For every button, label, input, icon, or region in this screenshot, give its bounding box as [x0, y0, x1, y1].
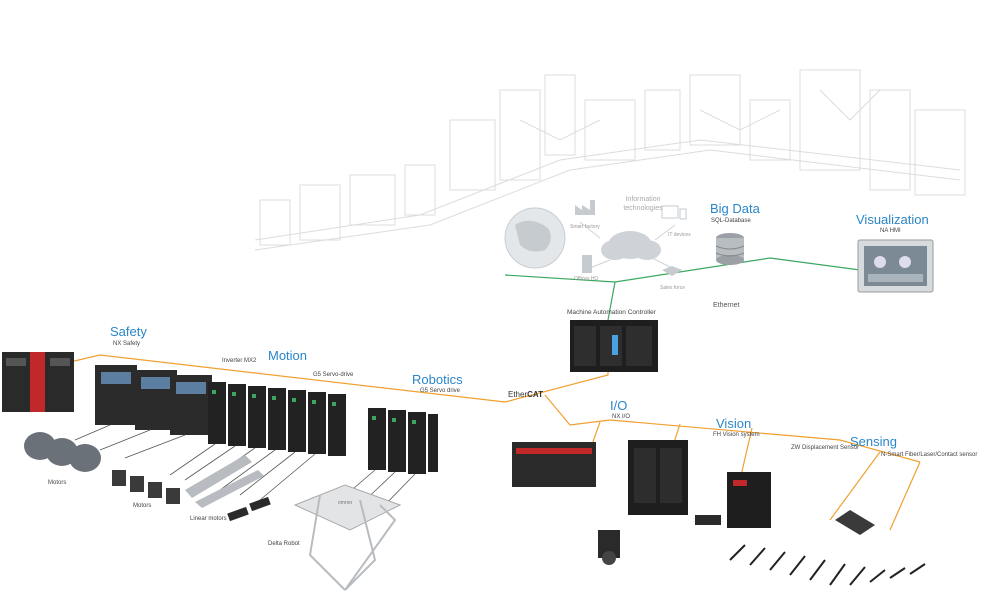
servo-motors [112, 470, 180, 504]
vision-sub: FH Vision system [713, 432, 760, 438]
ethernet-lines [504, 257, 861, 321]
delta-robot-label: Delta Robot [268, 541, 300, 547]
big-data-sub: SQL-Database [711, 218, 751, 224]
info-tech-title: Information technologies [623, 196, 663, 212]
ethercat-bus [69, 354, 921, 531]
io-sub: NX I/O [612, 414, 631, 420]
handshake-icon [662, 266, 682, 276]
linear-motors-label: Linear motors [190, 516, 227, 522]
it-devices-label: IT devices [668, 232, 691, 238]
safety-title: Safety [110, 324, 147, 339]
robotics-sub: G5 Servo drive [420, 388, 461, 394]
database-icon [715, 233, 745, 265]
big-data-title: Big Data [710, 201, 760, 216]
sales-force-label: Sales force [660, 285, 686, 291]
servo-drive-label: G5 Servo-drive [313, 372, 354, 378]
ethercat-logo: EtherCAT [508, 390, 543, 399]
vision-controller [628, 440, 688, 515]
visualization-title: Visualization [856, 212, 929, 227]
safety-sub: NX Safety [113, 341, 141, 347]
vision-camera [598, 530, 620, 565]
fiber-amplifier [835, 510, 875, 535]
controller-label: Machine Automation Controller [567, 309, 656, 316]
motion-title: Motion [268, 348, 308, 363]
cloud-icon [579, 221, 676, 269]
hmi-panel [857, 239, 934, 293]
vision-title: Vision [716, 416, 752, 431]
safety-unit [2, 352, 74, 412]
io-unit [512, 442, 596, 487]
offices-hq-label: Offices HQ [574, 276, 599, 282]
inverters [95, 365, 212, 435]
linear-motor-pads [227, 496, 271, 522]
linear-motors [185, 455, 264, 508]
visualization-sub: NA HMI [880, 228, 901, 234]
factory-icon [575, 200, 595, 215]
ethernet-label: Ethernet [713, 302, 740, 309]
io-title: I/O [610, 398, 628, 413]
smart-factory-label: Smart factory [570, 224, 600, 230]
inverter-label: Inverter MX2 [222, 358, 257, 364]
controller-unit [570, 320, 658, 372]
delta-robot [293, 484, 402, 591]
displacement-label: ZW Displacement Sensor [791, 445, 860, 451]
devices-icon [661, 205, 687, 220]
servo-drives [208, 382, 438, 474]
displacement-sensor [727, 472, 771, 528]
sensing-title: Sensing [850, 434, 897, 449]
robot-brand-logo: omron [338, 500, 353, 506]
fiber-label: N-Smart Fiber/Laser/Contact sensor [881, 452, 978, 458]
motors-label-2: Motors [133, 503, 152, 509]
office-icon [582, 255, 592, 273]
ethercat-logo-suffix: CAT [527, 390, 543, 399]
robotics-title: Robotics [412, 372, 463, 387]
ethercat-logo-prefix: Ether [508, 390, 528, 399]
fiber-sensors [729, 544, 926, 586]
large-motors [24, 432, 101, 472]
servo-leds [212, 390, 416, 424]
globe-icon [504, 207, 566, 269]
factory-line-illustration [254, 69, 966, 251]
laser-head [695, 515, 721, 525]
motors-label-1: Motors [48, 480, 67, 486]
